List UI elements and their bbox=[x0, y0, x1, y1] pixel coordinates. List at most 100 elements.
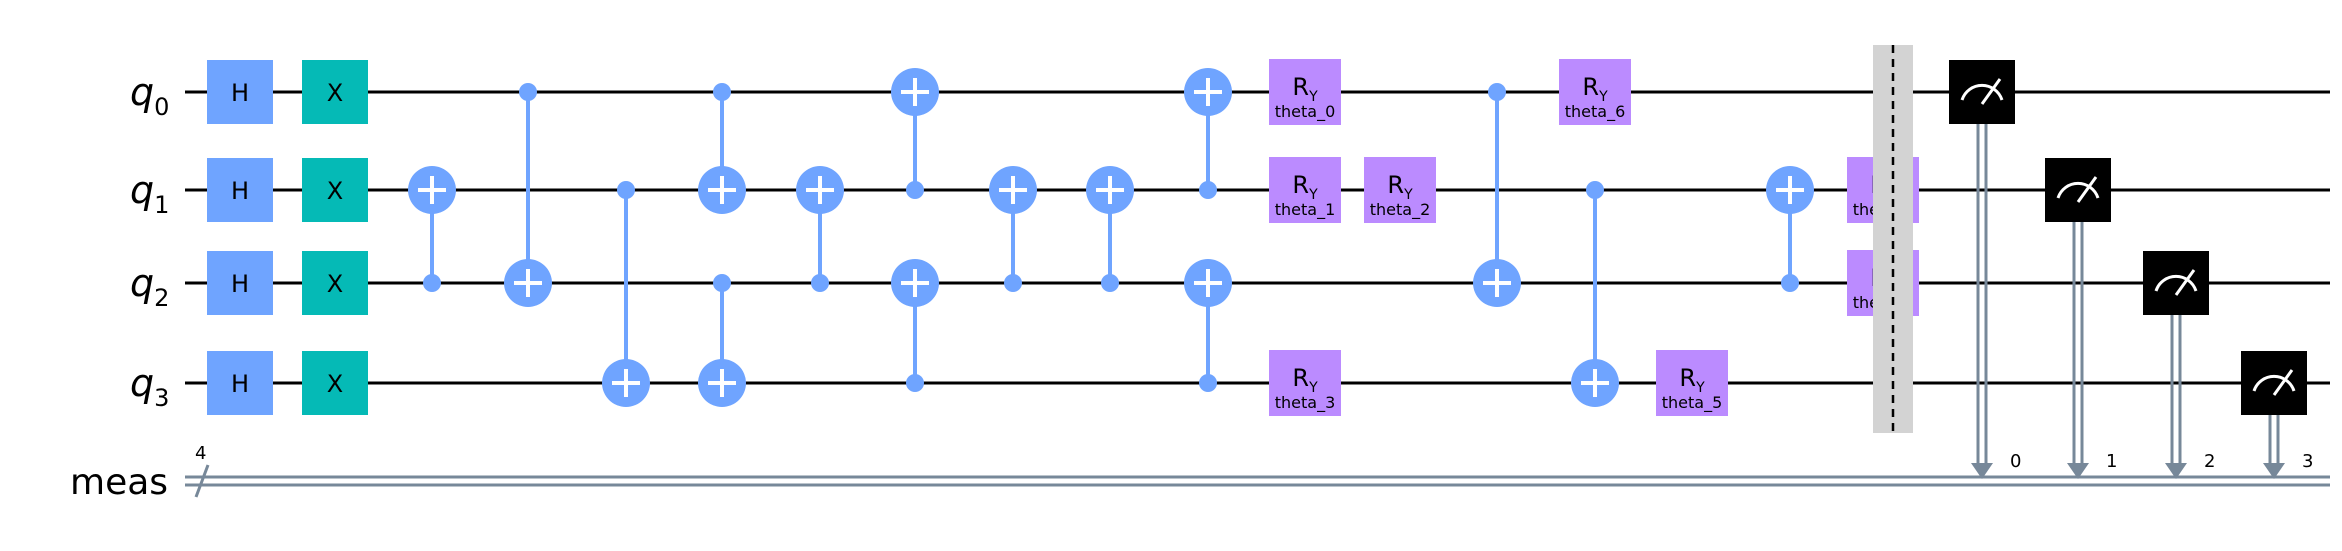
gate-label: RY bbox=[1292, 73, 1318, 105]
gate-box bbox=[1269, 59, 1341, 125]
cnot-gate bbox=[796, 166, 844, 292]
cnot-gate bbox=[891, 68, 939, 199]
meter-needle-icon bbox=[2272, 369, 2294, 396]
measure-gate-q1: 1 bbox=[2045, 158, 2117, 479]
control-dot bbox=[906, 181, 924, 199]
qubit-label-name: q bbox=[130, 361, 154, 405]
measure-box bbox=[2045, 158, 2111, 222]
control-dot bbox=[519, 83, 537, 101]
x-gate-q0: X bbox=[302, 60, 368, 124]
control-dot bbox=[423, 274, 441, 292]
classical-bit-index: 1 bbox=[2106, 451, 2117, 472]
cnot-gate bbox=[504, 83, 552, 307]
ry-main: R bbox=[1292, 364, 1309, 392]
gate-box bbox=[1364, 157, 1436, 223]
ry-main: R bbox=[1292, 73, 1309, 101]
qubit-label-index: 0 bbox=[154, 93, 169, 121]
cnot-gate bbox=[698, 274, 746, 407]
qubit-label-index: 1 bbox=[154, 191, 169, 219]
control-dot bbox=[1586, 181, 1604, 199]
gate-box bbox=[207, 60, 273, 124]
cnot-gate bbox=[891, 259, 939, 392]
gate-box bbox=[302, 251, 368, 315]
control-dot bbox=[713, 83, 731, 101]
gate-param: theta_3 bbox=[1275, 393, 1336, 413]
cnot-gate bbox=[602, 181, 650, 407]
gate-label: RY bbox=[1582, 73, 1608, 105]
x-gate-q3: X bbox=[302, 351, 368, 415]
ry-sub: Y bbox=[1695, 380, 1705, 396]
hadamard-gate-q1: H bbox=[207, 158, 273, 222]
qubit-label-2: q2 bbox=[130, 261, 169, 312]
gate-box bbox=[1269, 350, 1341, 416]
cnot-gate bbox=[698, 83, 746, 214]
cnot-gate bbox=[1184, 68, 1232, 199]
gate-box bbox=[1269, 157, 1341, 223]
gate-label: RY bbox=[1292, 364, 1318, 396]
gate-label: X bbox=[327, 177, 343, 205]
qubit-label-0: q0 bbox=[130, 70, 169, 121]
x-gate-q1: X bbox=[302, 158, 368, 222]
gate-label: H bbox=[231, 79, 249, 107]
gate-box bbox=[1559, 59, 1631, 125]
classical-bit-index: 2 bbox=[2204, 451, 2215, 472]
measure-gate-q3: 3 bbox=[2241, 351, 2313, 479]
gate-box bbox=[207, 251, 273, 315]
classical-register-label: meas bbox=[70, 462, 168, 503]
register-size-label: 4 bbox=[195, 443, 206, 464]
meter-arc-icon bbox=[2252, 374, 2296, 392]
gate-box bbox=[302, 158, 368, 222]
ry-sub: Y bbox=[1598, 89, 1608, 105]
gate-param: theta_2 bbox=[1370, 200, 1431, 220]
measure-arrow bbox=[2067, 463, 2089, 479]
gate-box bbox=[207, 351, 273, 415]
gate-box bbox=[1656, 350, 1728, 416]
meter-needle-icon bbox=[2076, 176, 2098, 203]
control-dot bbox=[906, 374, 924, 392]
hadamard-gate-q0: H bbox=[207, 60, 273, 124]
measure-gate-q0: 0 bbox=[1949, 60, 2021, 479]
measure-arrow bbox=[1971, 463, 1993, 479]
classical-bit-index: 0 bbox=[2010, 451, 2021, 472]
ry-sub: Y bbox=[1308, 89, 1318, 105]
gate-param: theta_1 bbox=[1275, 200, 1336, 220]
control-dot bbox=[1488, 83, 1506, 101]
control-dot bbox=[1199, 181, 1217, 199]
qubit-label-name: q bbox=[130, 168, 154, 212]
qubit-label-1: q1 bbox=[130, 168, 169, 219]
gate-label: H bbox=[231, 370, 249, 398]
cnot-gate bbox=[1571, 181, 1619, 407]
x-gate-q2: X bbox=[302, 251, 368, 315]
classical-bit-index: 3 bbox=[2302, 451, 2313, 472]
register-size-slash bbox=[194, 464, 210, 498]
gate-label: RY bbox=[1679, 364, 1705, 396]
measure-box bbox=[1949, 60, 2015, 124]
cnot-gate bbox=[1086, 166, 1134, 292]
gate-box bbox=[302, 351, 368, 415]
measure-arrow bbox=[2263, 463, 2285, 479]
measure-arrow bbox=[2165, 463, 2187, 479]
qubit-label-index: 3 bbox=[154, 384, 169, 412]
gate-label: H bbox=[231, 270, 249, 298]
control-dot bbox=[811, 274, 829, 292]
gate-label: X bbox=[327, 79, 343, 107]
gate-label: H bbox=[231, 177, 249, 205]
hadamard-gate-q3: H bbox=[207, 351, 273, 415]
measure-gate-q2: 2 bbox=[2143, 251, 2215, 479]
cnot-gate bbox=[1184, 259, 1232, 392]
meter-needle-icon bbox=[2174, 269, 2196, 296]
control-dot bbox=[713, 274, 731, 292]
ry-main: R bbox=[1292, 171, 1309, 199]
measure-box bbox=[2241, 351, 2307, 415]
meter-arc-icon bbox=[2056, 181, 2100, 199]
ry-sub: Y bbox=[1308, 380, 1318, 396]
meter-arc-icon bbox=[2154, 274, 2198, 292]
qubit-label-name: q bbox=[130, 261, 154, 305]
cnot-gate bbox=[1766, 166, 1814, 292]
ry-main: R bbox=[1679, 364, 1696, 392]
